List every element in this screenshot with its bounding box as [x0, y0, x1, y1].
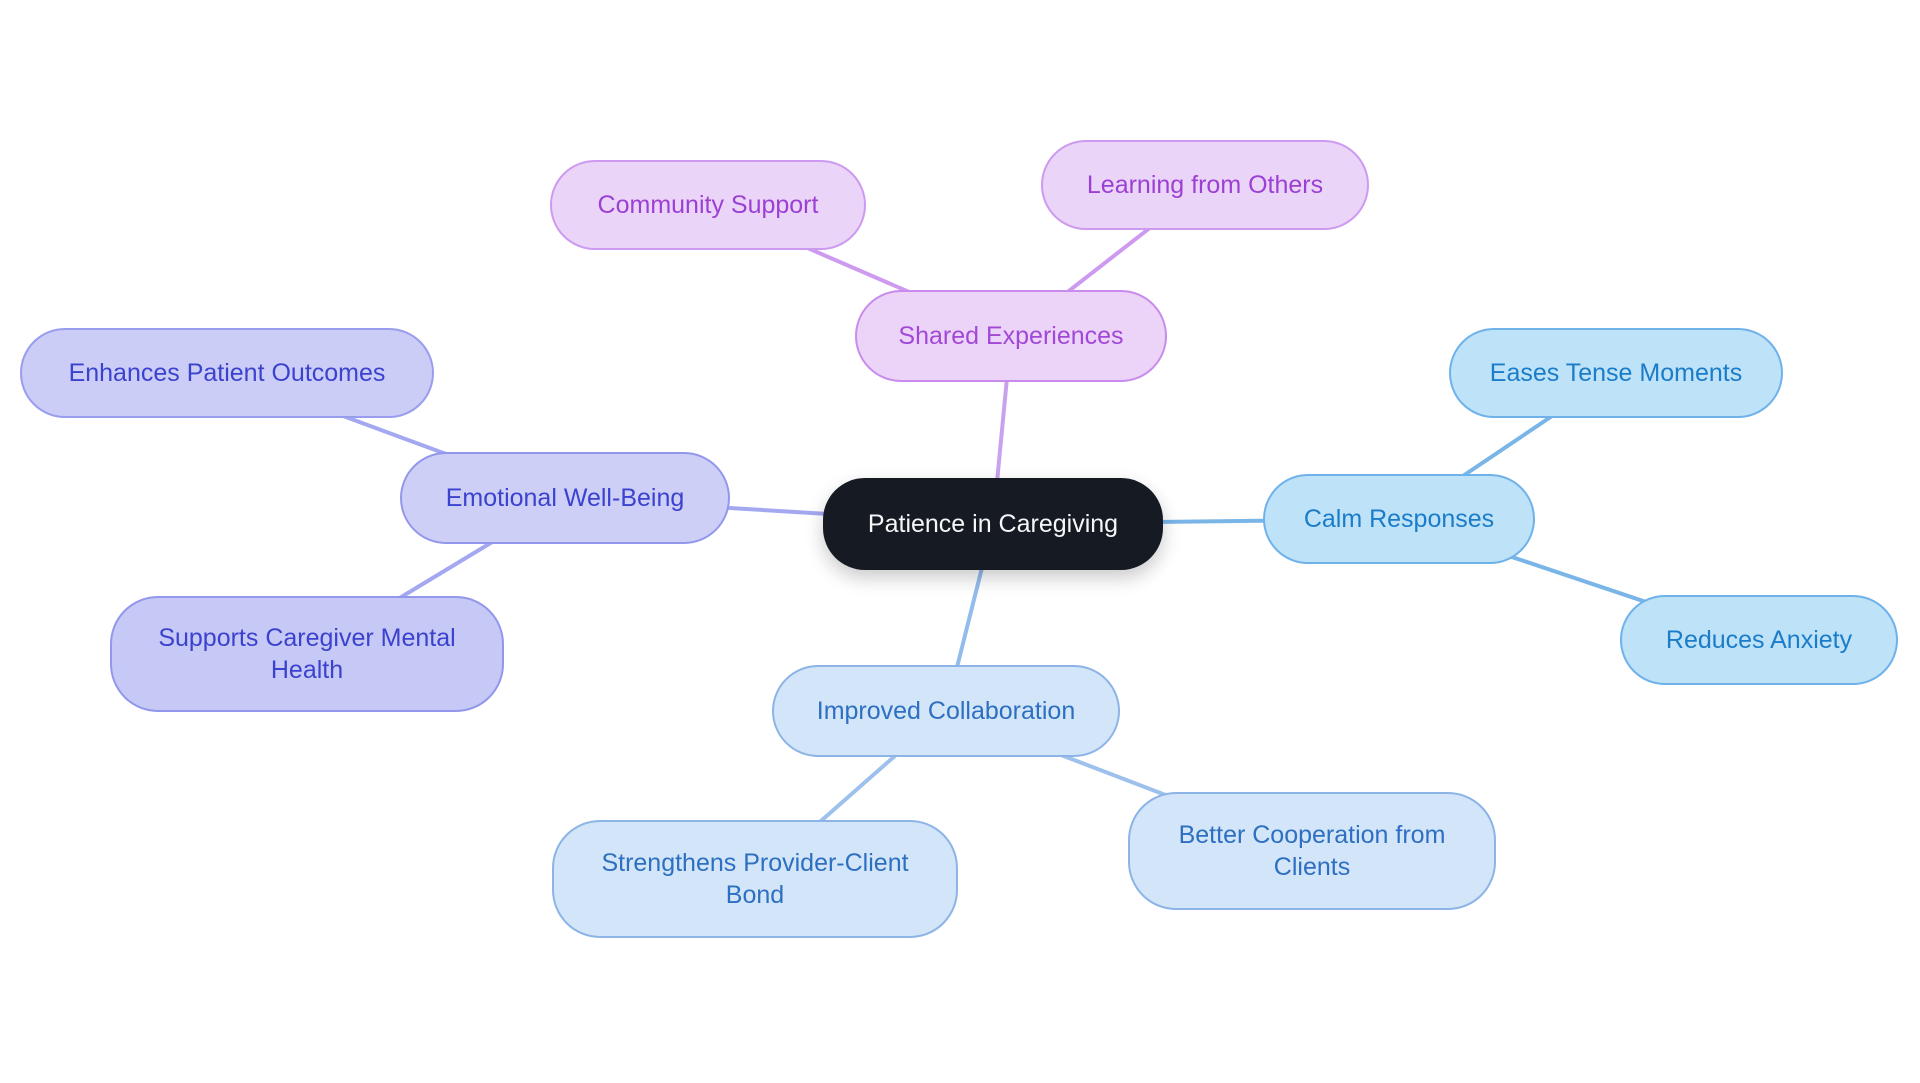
- mindmap-node-community[interactable]: Community Support: [550, 160, 866, 250]
- mindmap-node-strengthens[interactable]: Strengthens Provider-Client Bond: [552, 820, 958, 938]
- node-label: Learning from Others: [1086, 171, 1324, 199]
- mindmap-node-enhances[interactable]: Enhances Patient Outcomes: [20, 328, 434, 418]
- mindmap-node-ewb[interactable]: Emotional Well-Being: [400, 452, 730, 544]
- node-label: Emotional Well-Being: [445, 484, 685, 512]
- mindmap-node-learning[interactable]: Learning from Others: [1041, 140, 1369, 230]
- node-label: Patience in Caregiving: [867, 510, 1119, 538]
- mindmap-node-better[interactable]: Better Cooperation from Clients: [1128, 792, 1496, 910]
- node-label: Strengthens Provider-Client Bond: [601, 849, 909, 909]
- mindmap-node-eases[interactable]: Eases Tense Moments: [1449, 328, 1783, 418]
- node-label: Enhances Patient Outcomes: [68, 359, 386, 387]
- node-label: Eases Tense Moments: [1489, 359, 1743, 387]
- mindmap-node-calm[interactable]: Calm Responses: [1263, 474, 1535, 564]
- node-label: Improved Collaboration: [816, 697, 1076, 725]
- node-label: Calm Responses: [1303, 505, 1495, 533]
- mindmap-node-center[interactable]: Patience in Caregiving: [823, 478, 1163, 570]
- mindmap-node-shared[interactable]: Shared Experiences: [855, 290, 1167, 382]
- mindmap-node-supports[interactable]: Supports Caregiver Mental Health: [110, 596, 504, 712]
- node-label: Community Support: [597, 191, 819, 219]
- node-label: Supports Caregiver Mental Health: [158, 624, 456, 684]
- node-label: Reduces Anxiety: [1665, 626, 1853, 654]
- node-label: Better Cooperation from Clients: [1178, 821, 1446, 881]
- mindmap-node-improved[interactable]: Improved Collaboration: [772, 665, 1120, 757]
- node-label: Shared Experiences: [898, 322, 1124, 350]
- mindmap-node-reduces[interactable]: Reduces Anxiety: [1620, 595, 1898, 685]
